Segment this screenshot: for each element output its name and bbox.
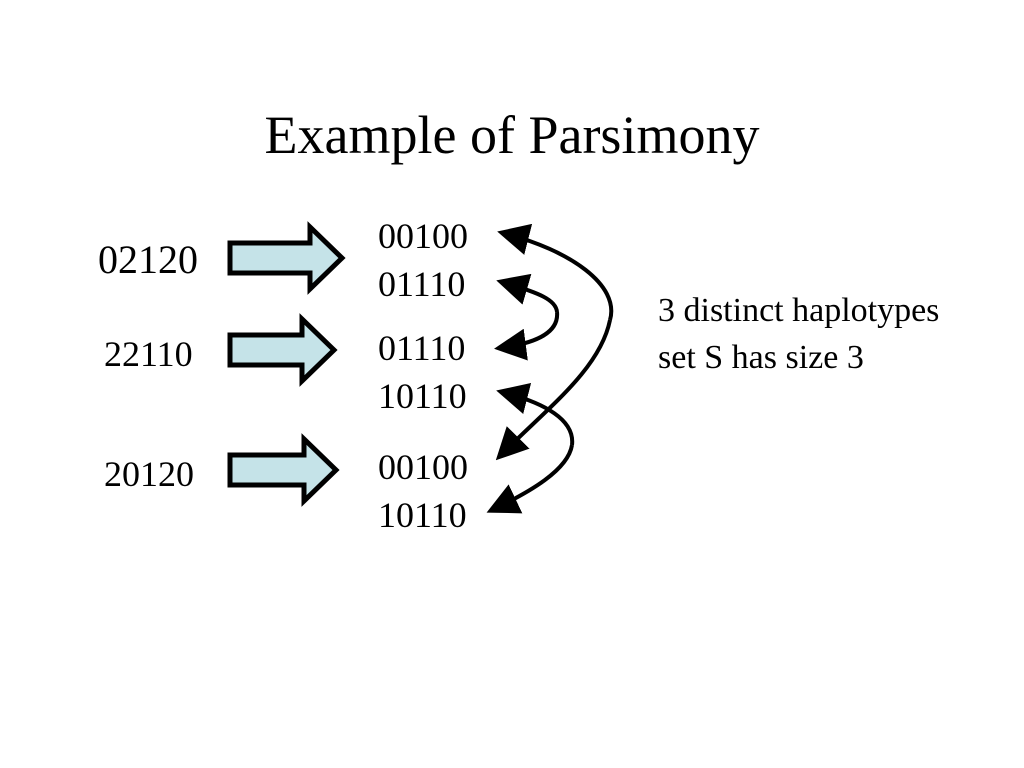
block-arrow-1	[227, 221, 346, 295]
block-arrow-3	[227, 433, 340, 507]
haplotype-1b: 01110	[378, 264, 466, 304]
genotype-label-1: 02120	[98, 237, 198, 282]
haplotype-2b: 10110	[378, 376, 467, 416]
note-distinct-haplotypes: 3 distinct haplotypes	[658, 292, 940, 329]
curved-arrow-10110-upper	[496, 382, 575, 446]
curved-arrow-01110-lower	[494, 311, 560, 361]
block-arrow-2	[227, 313, 338, 387]
note-set-size: set S has size 3	[658, 339, 864, 376]
genotype-label-2: 22110	[104, 334, 193, 374]
curved-arrow-10110-lower	[486, 444, 574, 514]
curved-arrow-00100-lower	[495, 319, 612, 461]
haplotype-1a: 00100	[378, 216, 468, 256]
haplotype-2a: 01110	[378, 328, 466, 368]
haplotype-3b: 10110	[378, 495, 467, 535]
slide-title: Example of Parsimony	[264, 105, 760, 165]
curved-arrow-00100	[497, 223, 614, 321]
genotype-label-3: 20120	[104, 454, 194, 494]
haplotype-3a: 00100	[378, 447, 468, 487]
curved-arrow-01110-upper	[496, 273, 559, 313]
